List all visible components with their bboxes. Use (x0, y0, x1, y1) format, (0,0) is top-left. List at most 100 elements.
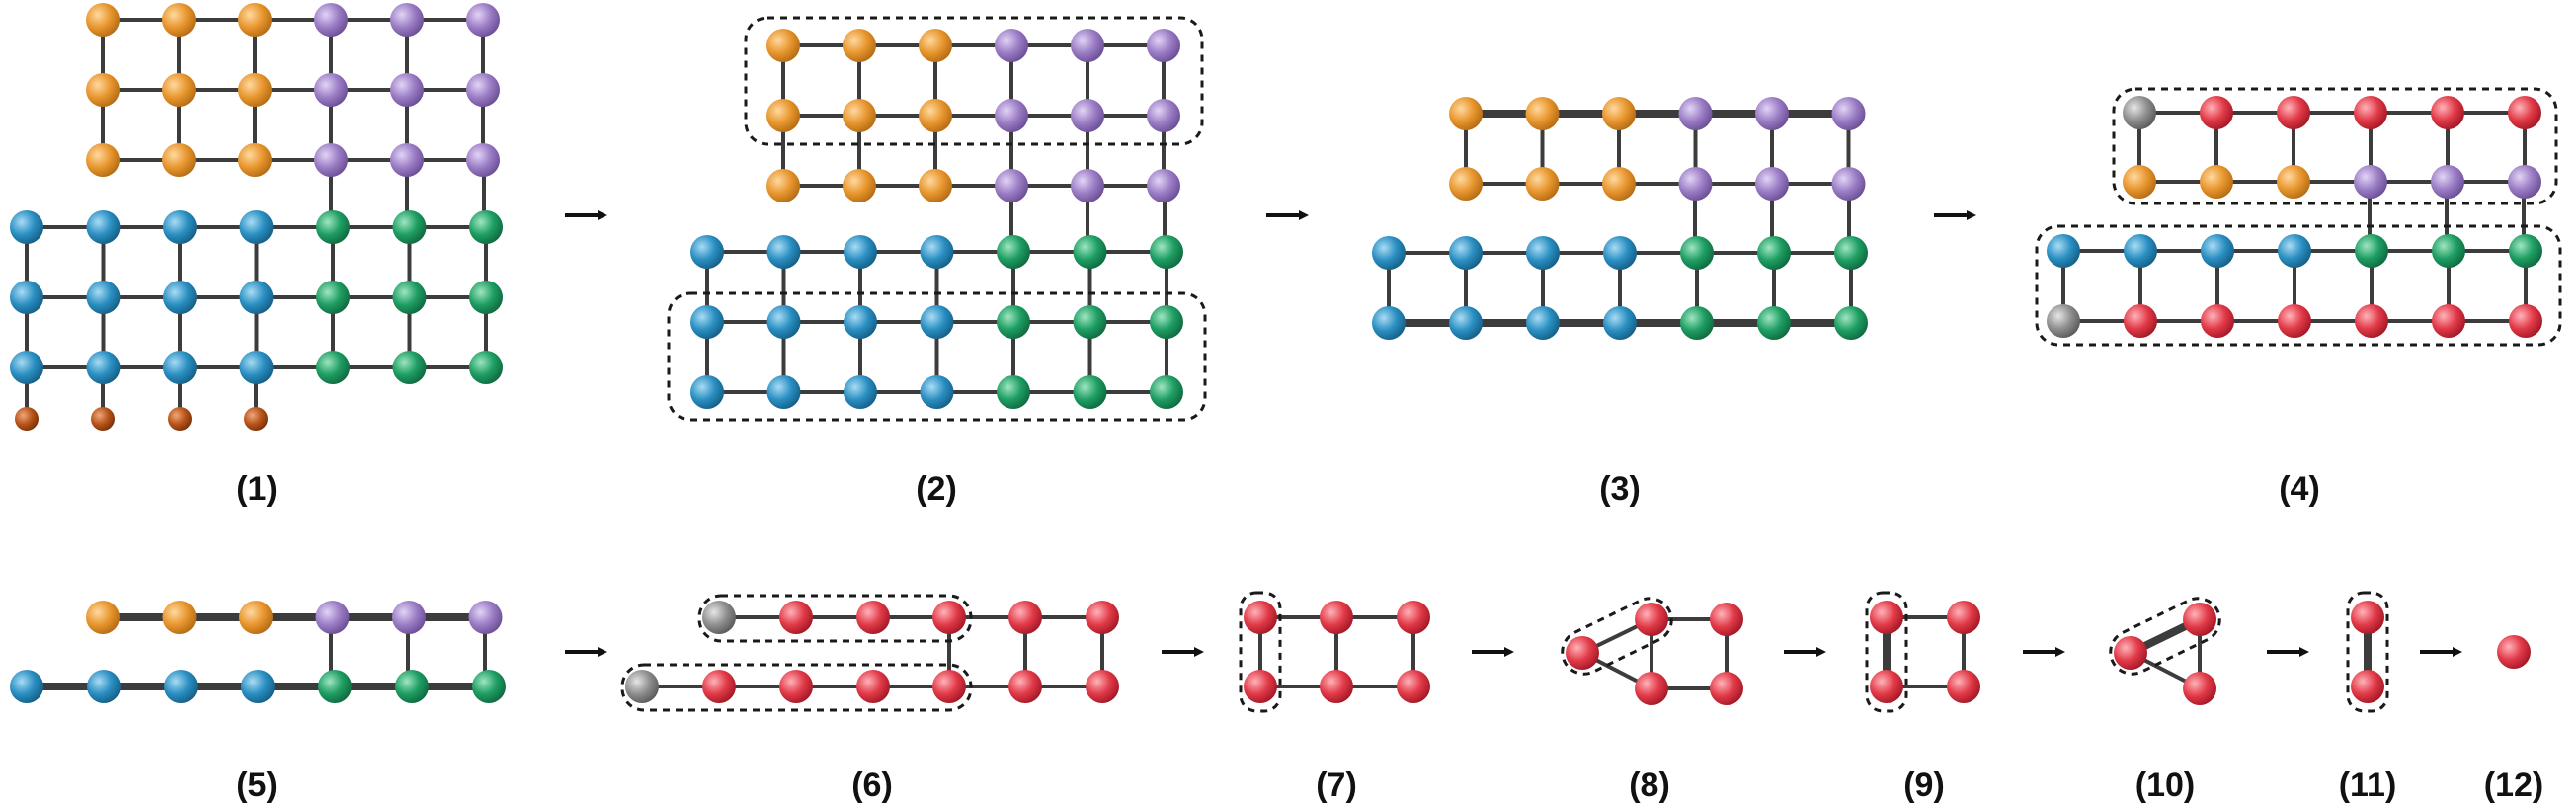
p4-bottom-node-0-1 (2124, 234, 2157, 268)
p1-bottom-node-2-4 (316, 351, 350, 384)
p1-top-node-2-0 (86, 143, 120, 177)
p3-top-node-1-4 (1755, 167, 1789, 201)
p5-top-node-0-3 (315, 601, 350, 634)
p7-node-3 (1244, 670, 1277, 703)
p10-node-1 (2183, 603, 2216, 636)
p4-top-node-1-1 (2200, 165, 2233, 199)
p1-top-node-2-2 (238, 143, 272, 177)
p5-bottom-node-0-3 (241, 670, 275, 703)
p6-node-top-2 (856, 601, 890, 634)
p3-top-node-1-2 (1602, 167, 1636, 201)
p4-bottom-node-0-2 (2201, 234, 2234, 268)
p5-top-node-0-4 (392, 601, 426, 634)
p6-node-top-3 (932, 601, 966, 634)
p4-top-node-1-0 (2123, 165, 2156, 199)
p3-top-node-0-2 (1602, 97, 1636, 130)
p9-node-2 (1870, 670, 1903, 703)
p3-top-node-1-3 (1678, 167, 1713, 201)
p2-top-node-2-5 (1147, 169, 1180, 202)
step-labels: (1) (2) (3) (4) (5) (6) (7) (8) (9) (10)… (236, 470, 2543, 804)
p2-bottom-node-1-4 (997, 305, 1030, 339)
p1-bottom-node-1-5 (392, 281, 427, 314)
p2-top-node-1-2 (919, 99, 952, 132)
p2-bottom-node-0-0 (690, 235, 724, 269)
p8-node-4 (1710, 672, 1743, 705)
p2-top-node-0-3 (995, 29, 1028, 62)
p5-top-node-0-2 (239, 601, 273, 634)
p2-top-node-2-4 (1071, 169, 1104, 202)
p1-top-node-2-3 (314, 143, 348, 177)
p1-pendant-node-0 (15, 407, 39, 431)
p2-bottom-node-1-5 (1073, 305, 1107, 339)
p1-top-node-0-1 (162, 3, 196, 37)
p2-bottom-node-0-3 (920, 235, 954, 269)
p1-top-node-0-4 (390, 3, 424, 37)
p9-node-1 (1947, 601, 1980, 634)
p10-node-0 (2114, 636, 2147, 670)
p6-node-bottom-2 (779, 670, 813, 703)
p1-top-node-1-3 (314, 73, 348, 107)
step-label-1: (1) (236, 470, 278, 508)
step-label-2: (2) (916, 470, 957, 508)
p6-group-box-top (697, 594, 973, 643)
p4-top-node-1-3 (2354, 165, 2387, 199)
p2-bottom-node-0-2 (844, 235, 877, 269)
p3-bottom-node-0-1 (1449, 236, 1483, 270)
p3-bottom-node-1-6 (1834, 306, 1868, 340)
p2-bottom-node-1-1 (766, 305, 801, 339)
p4-bottom-node-1-6 (2509, 304, 2542, 338)
p1-top-node-1-4 (390, 73, 424, 107)
p8-node-1 (1635, 603, 1668, 636)
p5-top-node-0-0 (86, 601, 120, 634)
p7-node-1 (1320, 601, 1353, 634)
p1-top-node-1-1 (162, 73, 196, 107)
p1-pendant-node-2 (168, 407, 192, 431)
p1-bottom-node-1-1 (86, 281, 121, 314)
p12-node-0 (2497, 635, 2531, 669)
p3-bottom-node-1-1 (1449, 306, 1483, 340)
p2-bottom-node-2-3 (920, 375, 954, 409)
p1-bottom-node-1-3 (239, 281, 274, 314)
p2-bottom-node-1-2 (844, 305, 877, 339)
step-label-12: (12) (2484, 766, 2543, 804)
step-label-7: (7) (1316, 766, 1357, 804)
p6-node-bottom-6 (1086, 670, 1119, 703)
p4-top-node-0-5 (2508, 96, 2541, 129)
p6-node-bottom-3 (856, 670, 890, 703)
p4-top-node-0-0 (2123, 96, 2156, 129)
p6-node-top-5 (1086, 601, 1119, 634)
p2-top-node-0-2 (919, 29, 952, 62)
p1-bottom-node-2-0 (10, 351, 43, 384)
p4-bottom-node-0-3 (2278, 234, 2311, 268)
p6-node-top-1 (779, 601, 813, 634)
p5-bottom-node-0-6 (472, 670, 506, 703)
p3-bottom-node-1-0 (1372, 306, 1406, 340)
p2-bottom-node-0-5 (1073, 235, 1107, 269)
p3-top-node-1-5 (1831, 167, 1866, 201)
p4-bottom-node-1-5 (2432, 304, 2465, 338)
p2-top-node-0-4 (1071, 29, 1104, 62)
p2-bottom-node-2-1 (766, 375, 801, 409)
grouping-boxes-layer (620, 16, 2562, 713)
step-label-11: (11) (2339, 766, 2397, 804)
p2-bottom-node-0-1 (766, 235, 801, 269)
p2-top-node-1-0 (766, 99, 800, 132)
p5-top-node-0-5 (468, 601, 503, 634)
p11-node-0 (2351, 601, 2384, 634)
p2-top-node-2-2 (919, 169, 952, 202)
p4-top-node-0-3 (2354, 96, 2387, 129)
p3-bottom-node-1-3 (1603, 306, 1637, 340)
p1-bottom-node-0-6 (469, 210, 503, 244)
p1-top-node-1-5 (466, 73, 500, 107)
p8-node-2 (1710, 603, 1743, 636)
p6-node-top-0 (702, 601, 736, 634)
p6-node-bottom-5 (1008, 670, 1042, 703)
p1-top-node-2-5 (466, 143, 500, 177)
p9-node-3 (1947, 670, 1980, 703)
p1-bottom-node-2-1 (86, 351, 121, 384)
p3-bottom-node-0-4 (1680, 236, 1714, 270)
p6-node-bottom-4 (932, 670, 966, 703)
p1-bottom-node-2-3 (239, 351, 274, 384)
p3-bottom-node-0-2 (1526, 236, 1560, 270)
